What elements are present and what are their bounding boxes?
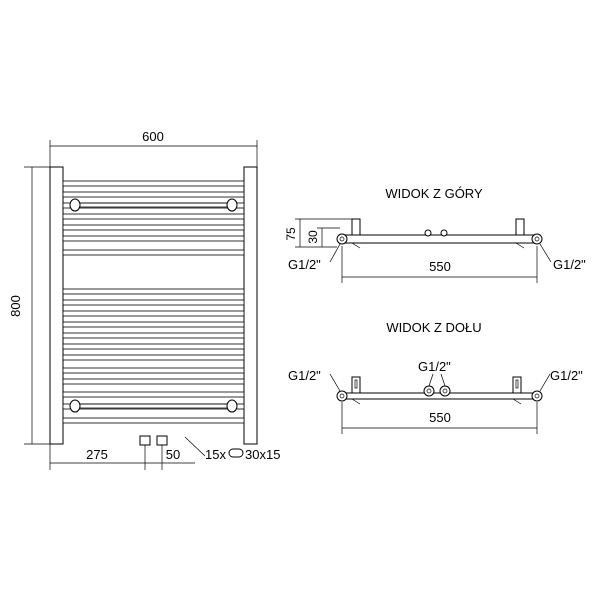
rung [62,288,245,295]
bracket-lower-right [226,399,238,413]
left-post [49,166,64,445]
dim-width-label: 600 [142,129,164,144]
bottom-nozzle-left-inner [426,388,432,394]
top-bracket-right-base [515,242,525,249]
top-nozzle-right [440,229,448,237]
bottom-axis-spacing-label: 550 [429,410,451,425]
bottom-thread-leader-right [539,373,551,392]
bottom-bracket-right-base [512,398,522,405]
bottom-nozzle-left [423,385,435,397]
top-thread-leader-right [539,243,552,263]
bottom-end-left [336,390,348,402]
rung [62,417,245,424]
top-bracket-right [515,218,525,236]
bottom-thread-leader-c1 [428,373,434,387]
bottom-bracket-right [512,376,522,394]
rung [62,367,245,374]
rungs [62,180,245,424]
dim-pipe-spacing-label: 50 [166,447,180,462]
dim-height-label: 800 [8,295,23,317]
rung [62,310,245,317]
bottom-bracket-left [351,376,361,394]
top-thread-right: G1/2" [553,257,586,272]
bottom-view: WIDOK Z DOŁU G1/2" G1/2" G1/2" 550 [288,320,583,434]
top-end-left [336,233,348,245]
bottom-nozzle-right-inner [442,388,448,394]
bottom-view-title: WIDOK Z DOŁU [386,320,481,335]
top-bracket-left-base [351,242,361,249]
rung [62,235,245,242]
rung [62,224,245,231]
nozzle-left [139,435,151,446]
bottom-end-right-inner [534,393,540,399]
top-end-right-inner [534,236,540,242]
top-nozzle-left [424,229,432,237]
tube-size-label: 30x15 [245,447,280,462]
rung [62,299,245,306]
bottom-end-right [531,390,543,402]
rung [62,378,245,385]
nozzle-right [156,435,168,446]
bottom-nozzle-right [439,385,451,397]
top-view: WIDOK Z GÓRY 75 30 G1/2" G1/2" 550 [284,186,586,283]
top-axis-spacing-label: 550 [429,259,451,274]
bottom-bracket-left-base [351,398,361,405]
top-depth-outer-label: 75 [284,227,298,241]
tube-profile-icon [228,448,244,458]
top-depth-inner-label: 30 [306,230,320,244]
rung [62,321,245,328]
rung [62,249,245,256]
front-view: 600 800 275 50 15x 30x15 [8,129,280,470]
bottom-end-left-inner [339,393,345,399]
bottom-thread-left: G1/2" [288,368,321,383]
tube-count-label: 15x [205,447,226,462]
bottom-thread-right: G1/2" [550,368,583,383]
bottom-thread-leader-left [329,373,341,392]
rung [62,354,245,361]
bottom-thread-center: G1/2" [418,359,451,374]
top-end-left-inner [339,236,345,242]
rung [62,391,245,398]
rung [62,213,245,220]
leader-line [184,436,206,457]
bottom-bracket-left-slot [354,379,358,389]
top-end-right [531,233,543,245]
top-thread-leader-left [329,243,341,263]
dim-offset-label: 275 [86,447,108,462]
rung [62,180,245,187]
bottom-thread-leader-c2 [440,373,446,387]
bottom-bracket-right-slot [515,379,519,389]
bracket-lower-left [69,399,81,413]
rung [62,191,245,198]
bracket-upper-left [69,198,81,212]
rung [62,332,245,339]
top-bracket-left [351,218,361,236]
bracket-upper-right [226,198,238,212]
right-post [243,166,258,445]
top-thread-left: G1/2" [288,257,321,272]
top-view-title: WIDOK Z GÓRY [385,186,483,201]
rung [62,343,245,350]
